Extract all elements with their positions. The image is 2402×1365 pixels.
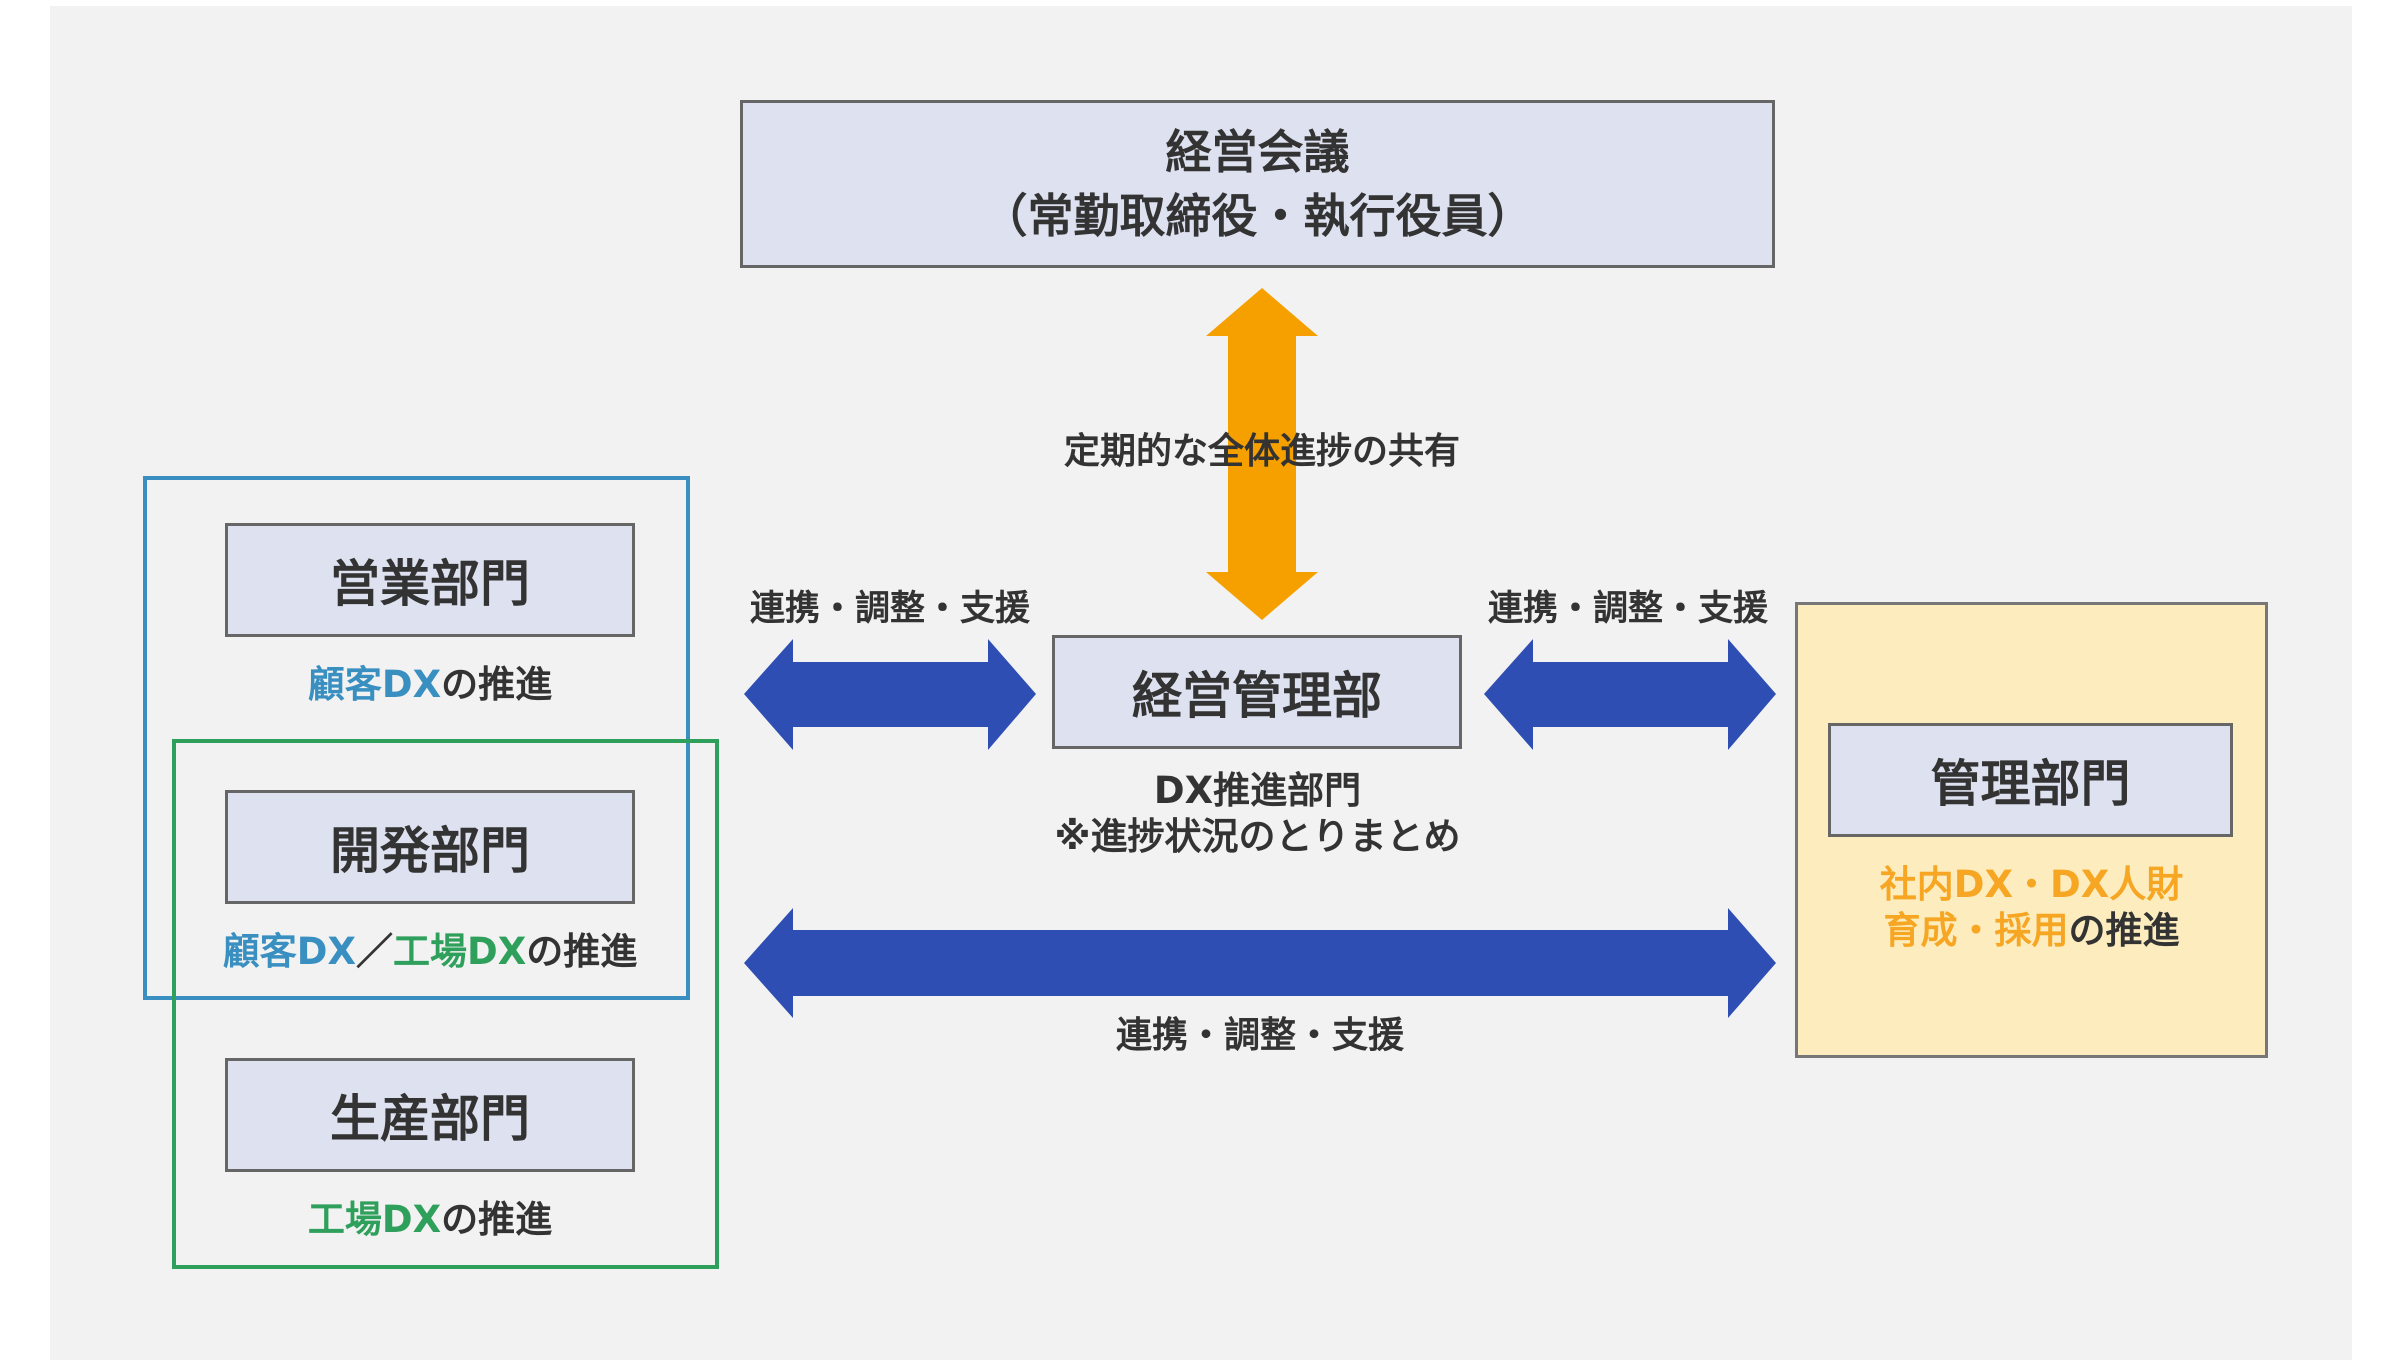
prod-note-highlight: 工場DX bbox=[307, 1198, 442, 1241]
sales-note-rest: の推進 bbox=[441, 663, 553, 706]
management-meeting-title: 経営会議 bbox=[1165, 125, 1350, 179]
admin-dept-note: 社内DX・DX人財 育成・採用の推進 bbox=[1800, 862, 2263, 954]
bottom-double-arrow bbox=[744, 908, 1776, 1018]
sales-dept-box: 営業部門 bbox=[225, 523, 635, 637]
vertical-arrow-label: 定期的な全体進捗の共有 bbox=[1063, 431, 1460, 472]
admin-dept-label: 管理部門 bbox=[1930, 755, 2131, 813]
dev-note-separator: ／ bbox=[356, 930, 393, 973]
dev-note-highlight-1: 顧客DX bbox=[222, 930, 356, 973]
sales-dept-note: 顧客DXの推進 bbox=[225, 654, 635, 708]
admin-note-line2: 育成・採用の推進 bbox=[1800, 908, 2263, 954]
center-caption: DX推進部門 ※進捗状況のとりまとめ bbox=[1010, 768, 1505, 860]
factory-dx-frame bbox=[172, 739, 719, 1269]
sales-note-highlight: 顧客DX bbox=[307, 663, 442, 706]
right-arrow-label: 連携・調整・支援 bbox=[1487, 589, 1768, 629]
center-caption-line2: ※進捗状況のとりまとめ bbox=[1054, 815, 1461, 858]
management-meeting-box: 経営会議 （常勤取締役・執行役員） bbox=[740, 100, 1775, 268]
right-double-arrow bbox=[1484, 639, 1776, 750]
sales-dept-label: 営業部門 bbox=[330, 555, 530, 613]
vertical-double-arrow bbox=[1206, 288, 1318, 620]
dev-note-highlight-2: 工場DX bbox=[393, 930, 527, 973]
dev-note-rest: の推進 bbox=[526, 930, 638, 973]
dev-dept-note: 顧客DX／工場DXの推進 bbox=[175, 921, 685, 975]
admin-note-line1: 社内DX・DX人財 bbox=[1879, 863, 2184, 906]
admin-dept-box: 管理部門 bbox=[1828, 723, 2233, 837]
prod-dept-note: 工場DXの推進 bbox=[225, 1189, 635, 1243]
center-caption-line1: DX推進部門 bbox=[1153, 769, 1362, 812]
prod-dept-label: 生産部門 bbox=[330, 1090, 530, 1148]
business-management-box: 経営管理部 bbox=[1052, 635, 1462, 749]
dev-dept-label: 開発部門 bbox=[330, 822, 530, 880]
customer-dx-frame bbox=[143, 476, 690, 1000]
admin-note-line2-highlight: 育成・採用 bbox=[1883, 909, 2069, 952]
left-double-arrow bbox=[744, 639, 1036, 750]
prod-dept-box: 生産部門 bbox=[225, 1058, 635, 1172]
dev-dept-box: 開発部門 bbox=[225, 790, 635, 904]
admin-note-line2-rest: の推進 bbox=[2068, 909, 2180, 952]
bottom-arrow-label: 連携・調整・支援 bbox=[1115, 1015, 1404, 1056]
left-arrow-label: 連携・調整・支援 bbox=[749, 589, 1030, 629]
management-meeting-subtitle: （常勤取締役・執行役員） bbox=[981, 189, 1534, 243]
business-management-label: 経営管理部 bbox=[1132, 667, 1382, 725]
prod-note-rest: の推進 bbox=[441, 1198, 553, 1241]
